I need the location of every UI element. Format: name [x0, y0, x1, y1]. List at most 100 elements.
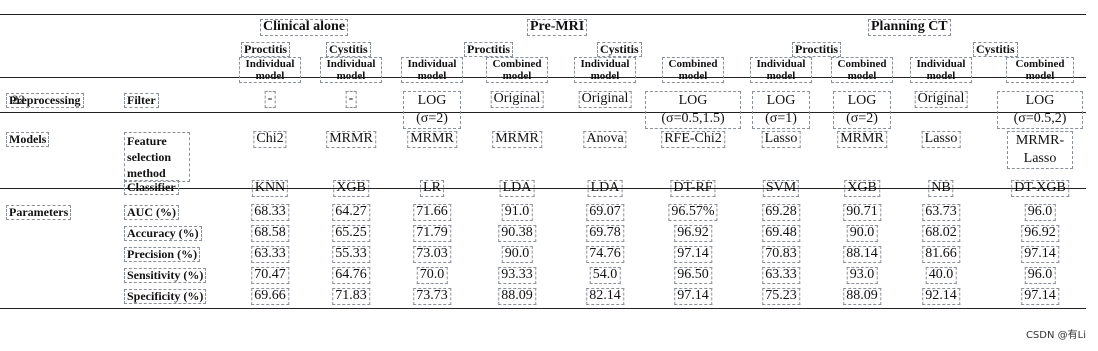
- metric-value-cell: 63.33: [251, 246, 289, 263]
- metric-value-cell: 69.66: [251, 288, 289, 305]
- filter-cell: LOG (σ=0.5,2): [997, 91, 1083, 129]
- subgroup-planning-proctitis: Proctitis: [792, 42, 842, 57]
- metric-label: Precision (%): [124, 247, 201, 262]
- preprocessing-overlay-mark: 22: [12, 92, 25, 107]
- feature-selection-cell: MRMR: [837, 131, 887, 148]
- metric-value-cell: 71.79: [413, 225, 451, 242]
- classifier-cell: NB: [928, 180, 954, 197]
- feature-selection-cell: RFE-Chi2: [661, 131, 725, 148]
- filter-cell: LOG (σ=1): [752, 91, 810, 129]
- metric-value-cell: 68.02: [922, 225, 960, 242]
- models-label: Models: [6, 132, 50, 147]
- model-type-header: Combined model: [1006, 57, 1074, 83]
- metric-value-cell: 40.0: [925, 267, 957, 284]
- subgroup-premri-cystitis: Cystitis: [597, 42, 642, 57]
- metric-value-cell: 70.83: [762, 246, 800, 263]
- metric-value-cell: 74.76: [586, 246, 624, 263]
- metric-value-cell: 96.57%: [668, 204, 718, 221]
- preprocessing-label: Preprocessing: [6, 93, 84, 108]
- metric-value-cell: 71.66: [413, 204, 451, 221]
- metric-value-cell: 68.58: [251, 225, 289, 242]
- metric-value-cell: 90.38: [498, 225, 536, 242]
- model-type-header: Individual model: [320, 57, 382, 83]
- metric-value-cell: 64.76: [332, 267, 370, 284]
- metric-value-cell: 55.33: [332, 246, 370, 263]
- metric-value-cell: 88.14: [843, 246, 881, 263]
- group-header-planning-ct: Planning CT: [868, 19, 951, 36]
- metric-value-cell: 69.07: [586, 204, 624, 221]
- metric-value-cell: 97.14: [1021, 246, 1059, 263]
- model-type-header: Individual model: [910, 57, 972, 83]
- parameters-label: Parameters: [6, 205, 72, 220]
- models-bottom-rule: [0, 188, 1086, 189]
- metric-value-cell: 70.0: [416, 267, 448, 284]
- filter-cell: Original: [490, 91, 544, 108]
- filter-cell: Original: [914, 91, 968, 108]
- classifier-cell: XGB: [844, 180, 880, 197]
- model-type-header: Combined model: [831, 57, 893, 83]
- metric-value-cell: 96.92: [1021, 225, 1059, 242]
- model-type-header: Combined model: [486, 57, 548, 83]
- metric-label: Specificity (%): [124, 289, 207, 304]
- model-type-header: Combined model: [662, 57, 724, 83]
- classifier-cell: DT-XGB: [1011, 180, 1069, 197]
- metric-label: Accuracy (%): [124, 226, 202, 241]
- table-top-rule: [0, 14, 1086, 15]
- metric-value-cell: 68.33: [251, 204, 289, 221]
- classifier-label: Classifier: [124, 180, 179, 195]
- metric-value-cell: 93.0: [846, 267, 878, 284]
- feature-selection-cell: MRMR: [326, 131, 376, 148]
- metric-value-cell: 90.71: [843, 204, 881, 221]
- group-header-clinical: Clinical alone: [260, 19, 349, 36]
- filter-cell: LOG (σ=2): [403, 91, 461, 129]
- metric-value-cell: 69.28: [762, 204, 800, 221]
- metric-value-cell: 75.23: [762, 288, 800, 305]
- preprocessing-bottom-rule: [0, 112, 1086, 113]
- metric-value-cell: 96.50: [674, 267, 712, 284]
- metric-value-cell: 65.25: [332, 225, 370, 242]
- metric-value-cell: 90.0: [501, 246, 533, 263]
- metric-value-cell: 54.0: [589, 267, 621, 284]
- subgroup-premri-proctitis: Proctitis: [464, 42, 514, 57]
- watermark: CSDN @有Li: [1025, 330, 1086, 341]
- metric-value-cell: 69.48: [762, 225, 800, 242]
- feature-selection-cell: MRMR: [407, 131, 457, 148]
- metric-value-cell: 71.83: [332, 288, 370, 305]
- metric-value-cell: 82.14: [586, 288, 624, 305]
- classifier-cell: DT-RF: [670, 180, 716, 197]
- feature-selection-cell: Lasso: [761, 131, 801, 148]
- metric-value-cell: 93.33: [498, 267, 536, 284]
- metric-label: Sensitivity (%): [124, 268, 207, 283]
- filter-cell: Original: [578, 91, 632, 108]
- metric-label: AUC (%): [124, 205, 179, 220]
- model-type-header: Individual model: [574, 57, 636, 83]
- metric-value-cell: 88.09: [498, 288, 536, 305]
- group-header-premri: Pre-MRI: [527, 19, 588, 36]
- metric-value-cell: 91.0: [501, 204, 533, 221]
- feature-selection-cell: MRMR: [492, 131, 542, 148]
- model-type-header: Individual model: [239, 57, 301, 83]
- feature-selection-cell: Anova: [583, 131, 627, 148]
- feature-selection-label: Feature selection method: [124, 132, 190, 182]
- feature-selection-cell: Chi2: [253, 131, 287, 148]
- feature-selection-cell: Lasso: [921, 131, 961, 148]
- filter-cell: LOG (σ=2): [833, 91, 891, 129]
- filter-label: Filter: [124, 93, 159, 108]
- model-type-header: Individual model: [750, 57, 812, 83]
- metric-value-cell: 73.03: [413, 246, 451, 263]
- classifier-cell: LDA: [499, 180, 535, 197]
- classifier-cell: KNN: [251, 180, 289, 197]
- classifier-cell: SVM: [762, 180, 800, 197]
- metric-value-cell: 96.0: [1024, 204, 1056, 221]
- filter-cell: -: [264, 91, 276, 108]
- metric-value-cell: 96.0: [1024, 267, 1056, 284]
- metric-value-cell: 92.14: [922, 288, 960, 305]
- classifier-cell: LDA: [587, 180, 623, 197]
- metric-value-cell: 97.14: [674, 246, 712, 263]
- metric-value-cell: 69.78: [586, 225, 624, 242]
- metric-value-cell: 70.47: [251, 267, 289, 284]
- metric-value-cell: 81.66: [922, 246, 960, 263]
- metric-value-cell: 64.27: [332, 204, 370, 221]
- feature-selection-cell: MRMR-Lasso: [1007, 131, 1073, 169]
- subgroup-clinical-cystitis: Cystitis: [326, 42, 371, 57]
